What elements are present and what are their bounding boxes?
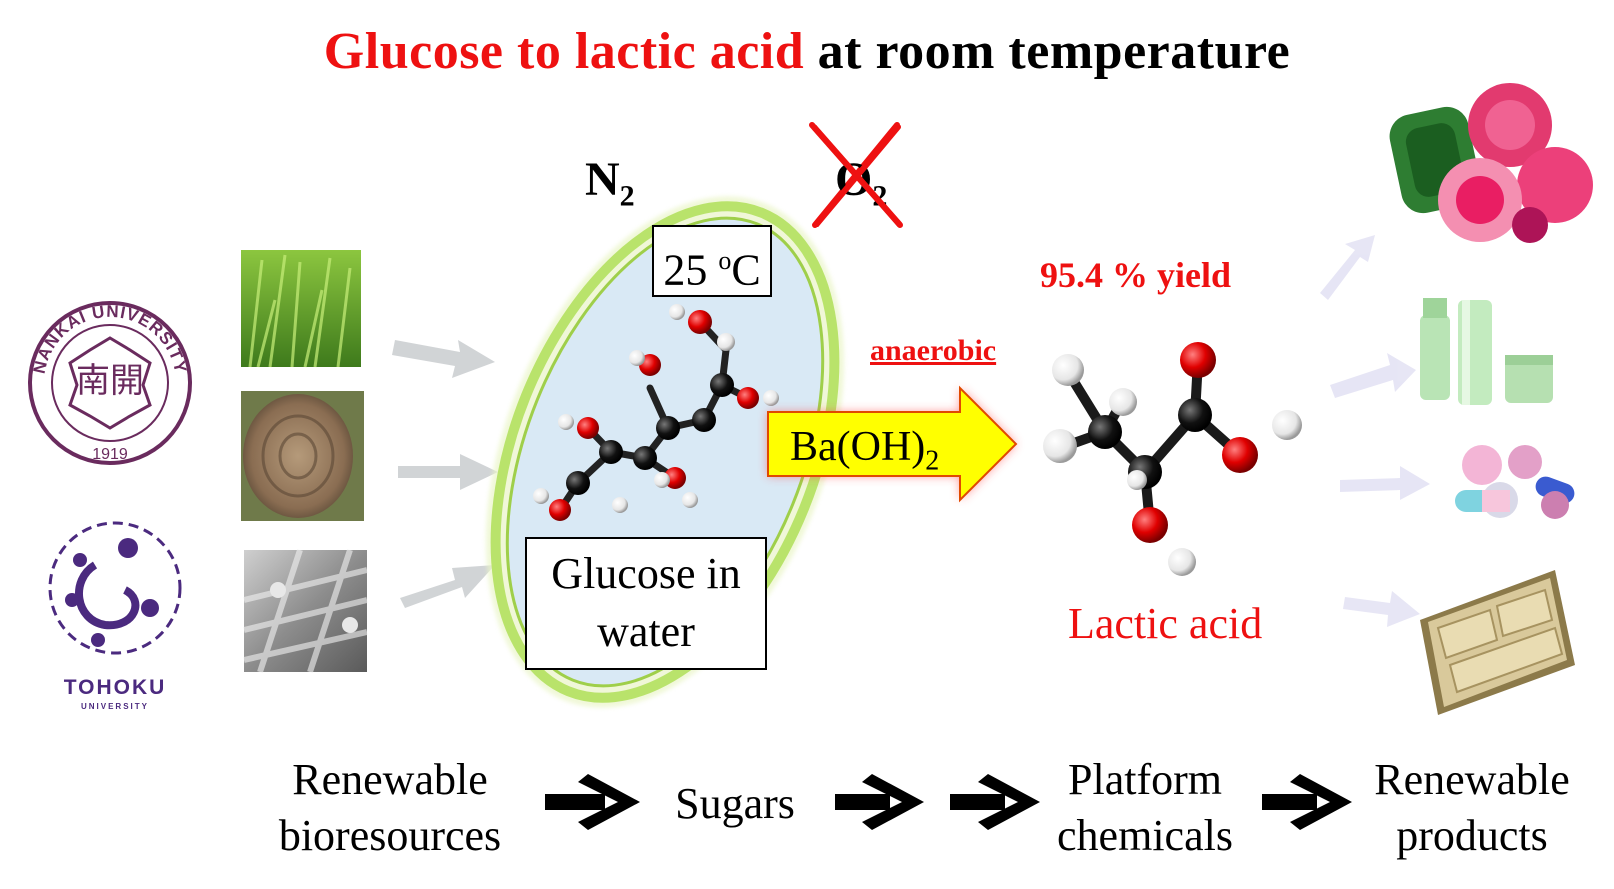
product-arrow-4 bbox=[1343, 591, 1420, 627]
flow-arrow-2 bbox=[835, 774, 924, 830]
tohoku-logo-text: TOHOKU bbox=[63, 676, 167, 699]
yield-label: 95.4 % yield bbox=[1040, 255, 1232, 295]
flow-step-4-line-2: products bbox=[1396, 811, 1548, 860]
temperature-unit: C bbox=[731, 245, 761, 295]
flow-step-1-line-1: Renewable bbox=[292, 755, 488, 804]
flow-step-renewable-products: Renewable products bbox=[1352, 752, 1592, 864]
temperature-degree: o bbox=[718, 246, 732, 275]
feed-arrow-bottom bbox=[400, 565, 495, 608]
temperature-value: 25 bbox=[663, 245, 719, 295]
bottles-photo bbox=[1420, 298, 1553, 405]
grass-photo bbox=[241, 250, 361, 368]
product-label: Lactic acid bbox=[1068, 599, 1263, 648]
title-highlight: Glucose to lactic acid bbox=[323, 23, 805, 80]
title-rest: at room temperature bbox=[804, 23, 1291, 80]
straw-bale-photo bbox=[241, 391, 364, 521]
product-arrow-2 bbox=[1330, 353, 1416, 398]
atmosphere-symbol: N bbox=[585, 153, 620, 206]
atmosphere-subscript: 2 bbox=[619, 179, 635, 213]
condition-label: anaerobic bbox=[870, 334, 997, 367]
wood-logs-photo bbox=[243, 549, 368, 673]
substrate-box: Glucose in water bbox=[525, 537, 767, 670]
tohoku-logo-subtext: UNIVERSITY bbox=[80, 702, 149, 711]
product-arrows bbox=[1320, 235, 1430, 627]
feed-arrow-top bbox=[392, 340, 495, 378]
product-arrow-3 bbox=[1340, 466, 1430, 500]
reagent-label: Ba(OH)2 bbox=[790, 423, 939, 477]
flow-step-3-line-1: Platform bbox=[1068, 755, 1222, 804]
tohoku-university-logo bbox=[48, 521, 182, 655]
feed-arrows bbox=[392, 340, 498, 608]
page-title: Glucose to lactic acid at room temperatu… bbox=[0, 22, 1614, 81]
substrate-line-2: water bbox=[597, 607, 695, 656]
flow-step-platform-chemicals: Platform chemicals bbox=[1030, 752, 1260, 864]
flow-step-sugars: Sugars bbox=[675, 779, 795, 828]
svg-text:南開: 南開 bbox=[76, 361, 144, 401]
temperature-box: 25 oC bbox=[652, 225, 772, 297]
flow-arrows bbox=[545, 774, 1352, 830]
nankai-university-logo: 南開 NANKAI UNIVERSITY 1919 bbox=[28, 301, 192, 465]
flow-arrow-4 bbox=[1262, 774, 1352, 830]
glucose-molecule bbox=[533, 304, 779, 521]
flow-step-3-line-2: chemicals bbox=[1057, 811, 1233, 860]
reaction-arrow bbox=[767, 385, 1018, 503]
product-arrow-1 bbox=[1320, 235, 1375, 300]
flow-step-1-line-2: bioresources bbox=[278, 811, 502, 860]
feed-arrow-middle bbox=[398, 454, 498, 490]
reagent-subscript: 2 bbox=[925, 445, 940, 477]
svg-text:1919: 1919 bbox=[92, 446, 128, 463]
reagent-formula: Ba(OH) bbox=[790, 424, 926, 470]
flow-step-4-line-1: Renewable bbox=[1374, 755, 1570, 804]
pills-photo bbox=[1455, 445, 1575, 519]
o2-cross-overlay bbox=[812, 125, 902, 227]
flow-arrow-3 bbox=[950, 774, 1040, 830]
food-tray-photo bbox=[1420, 570, 1575, 715]
atmosphere-label: N2 bbox=[585, 152, 635, 214]
flow-step-bioresources: Renewable bioresources bbox=[240, 752, 540, 864]
plastic-containers-photo bbox=[1389, 83, 1593, 243]
flow-arrow-1 bbox=[545, 774, 640, 830]
substrate-line-1: Glucose in bbox=[551, 549, 741, 598]
lactic-acid-molecule bbox=[1043, 342, 1302, 576]
